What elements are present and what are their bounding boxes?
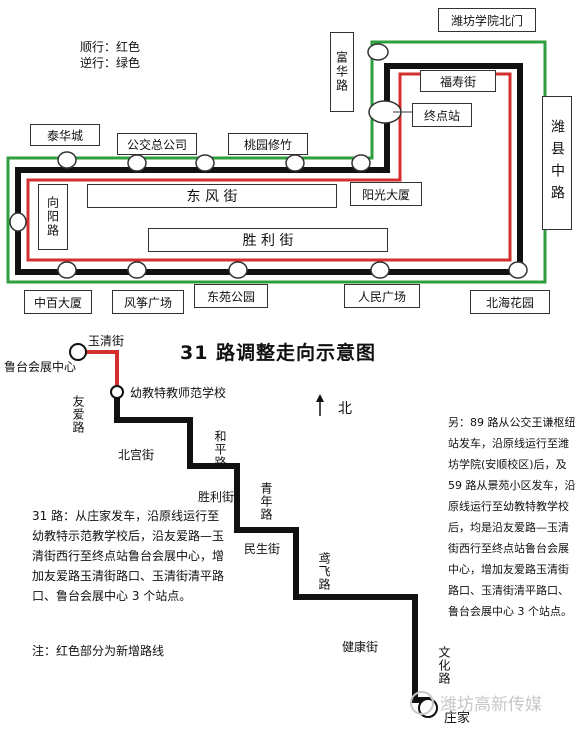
station-marker: [508, 261, 528, 279]
route-89-59-note: 另：89 路从公交王谦枢纽站发车，沿原线运行至潍坊学院(安顺校区)后，及 59 …: [448, 416, 576, 618]
station-marker: [367, 43, 389, 61]
station-marker: [285, 154, 305, 172]
north-label: 北: [338, 401, 352, 417]
route-31-note: 31 路：从庄家发车，沿原线运行至幼教特示范教学校后，沿友爱路—玉清街西行至终点…: [32, 509, 225, 603]
label-qingnian-road: 青年路: [259, 482, 273, 521]
main-route-black: [15, 63, 523, 275]
top-station-markers: [9, 43, 528, 279]
station-beihai-garden: 北海花园: [470, 290, 550, 314]
station-marker: [195, 154, 215, 172]
station-taoyuan-xiuzhu: 桃园修竹: [228, 133, 308, 155]
station-renmin-square: 人民广场: [344, 284, 420, 308]
station-zhongbai-building: 中百大厦: [24, 290, 92, 314]
label-yuqing-street: 玉清街: [88, 334, 125, 348]
label-shengli-street: 胜利街: [198, 490, 235, 504]
road-fuhua: 富华路: [330, 32, 354, 112]
street-dongfeng: 东 风 街: [87, 184, 337, 208]
station-marker: [351, 154, 371, 172]
reverse-route-green: [6, 40, 547, 284]
watermark-text: 潍坊高新传媒: [440, 695, 542, 715]
road-weixian-middle: 潍县中路: [542, 96, 572, 230]
station-marker: [370, 261, 390, 279]
station-dongyuan-park: 东苑公园: [194, 284, 268, 308]
station-marker: [57, 151, 77, 169]
station-marker: [9, 212, 27, 232]
label-jiankang-street: 健康街: [342, 640, 379, 654]
road-xiangyang: 向阳路: [38, 184, 68, 250]
label-luntai-center: 鲁台会展中心: [4, 360, 77, 374]
street-shengli: 胜 利 街: [148, 228, 388, 252]
legend-reverse: 逆行：绿色: [80, 56, 141, 70]
bottom-route-red: [78, 350, 119, 392]
station-fengzheng-square: 风筝广场: [112, 290, 184, 314]
station-bus-company: 公交总公司: [117, 133, 197, 155]
watermark-logo-icon: [410, 690, 434, 715]
bottom-route-black: [114, 392, 430, 703]
station-marker: [228, 261, 248, 279]
forward-route-red: [26, 72, 512, 262]
legend-forward: 顺行：红色: [80, 40, 141, 54]
label-heping-road: 和平路: [213, 430, 227, 469]
station-marker-luntai: [69, 343, 87, 361]
station-terminal: 终点站: [412, 103, 472, 127]
station-marker: [127, 154, 147, 172]
station-taihua-city: 泰华城: [30, 124, 100, 146]
station-yangguang-building: 阳光大厦: [350, 182, 422, 206]
footnote: 注：红色部分为新增路线: [32, 644, 165, 658]
label-beigong-street: 北宫街: [118, 448, 155, 462]
watermark: 潍坊高新传媒: [410, 690, 542, 715]
label-yuanfei-road: 鸢飞路: [317, 552, 331, 591]
north-arrow: [316, 394, 324, 416]
label-wenhua-road: 文化路: [437, 646, 451, 685]
station-marker: [127, 261, 147, 279]
label-zhuangjia: 庄家: [444, 711, 471, 726]
label-minsheng-street: 民生街: [244, 542, 281, 556]
map-title: 31 路调整走向示意图: [180, 342, 377, 364]
label-youjiao-school: 幼教特教师范学校: [130, 386, 227, 400]
station-marker: [57, 261, 77, 279]
station-marker-youjiao: [110, 385, 124, 399]
station-weifang-north-gate: 潍坊学院北门: [438, 8, 536, 32]
station-fushou-street: 福寿街: [420, 70, 496, 92]
label-youai-road: 友爱路: [71, 395, 85, 434]
